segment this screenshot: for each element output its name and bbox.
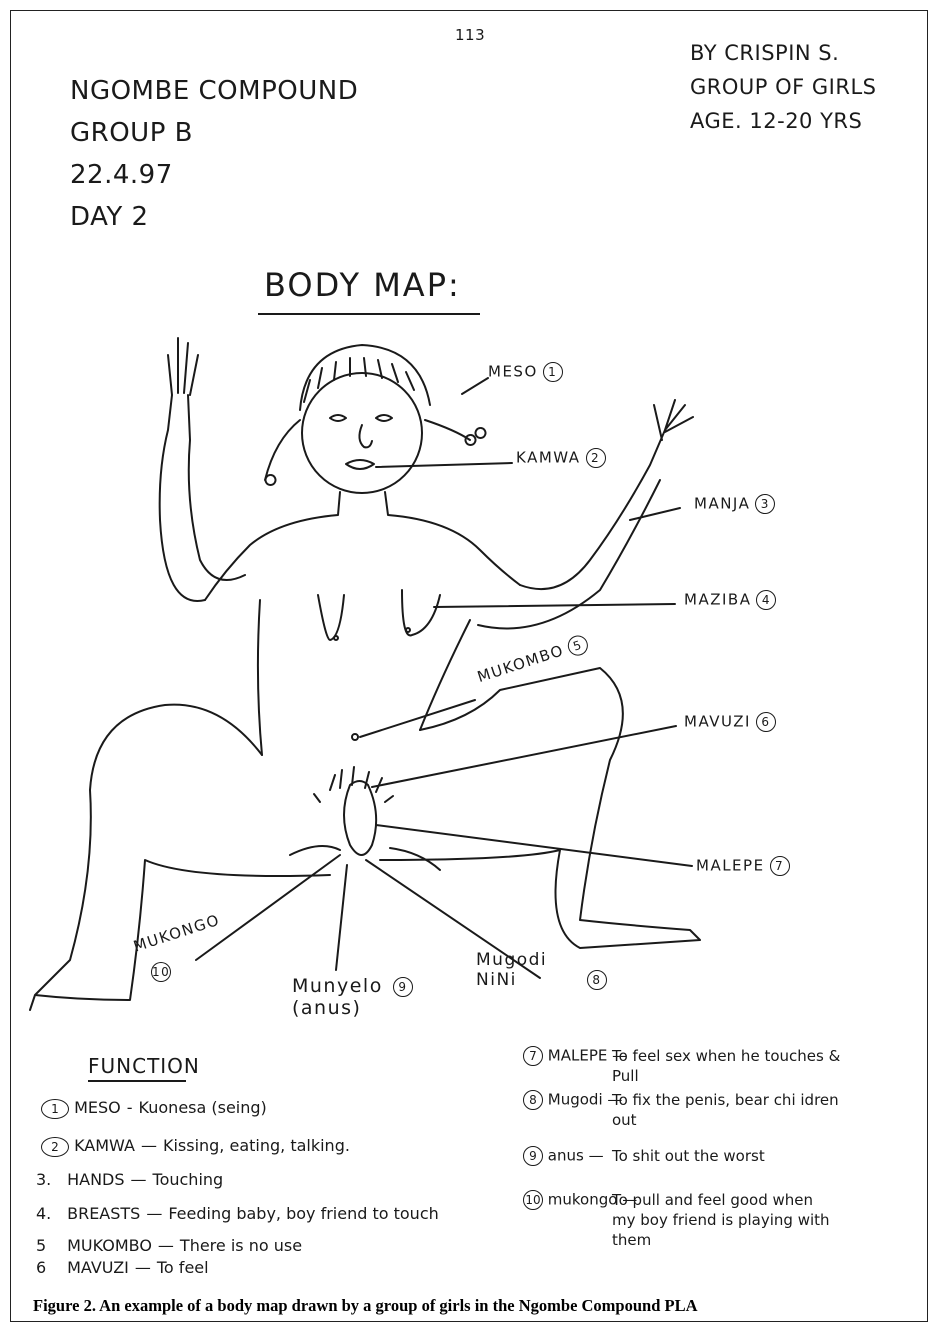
function-row: 2 KAMWA—Kissing, eating, talking. — [36, 1136, 350, 1157]
label-mukongo-number: 10 — [146, 962, 171, 982]
function-number: 9 — [523, 1146, 543, 1166]
function-row: 4. BREASTS—Feeding baby, boy friend to t… — [36, 1204, 439, 1223]
function-row: 1 MESO-Kuonesa (seing) — [36, 1098, 267, 1119]
leader-line-manja — [630, 508, 680, 520]
label-number: 7 — [770, 856, 790, 876]
function-term: HANDS — [67, 1170, 124, 1189]
label-number: 10 — [151, 962, 171, 982]
leader-line-munyelo — [336, 865, 347, 970]
function-number: 1 — [41, 1099, 69, 1119]
nose — [359, 425, 372, 447]
label-number: 9 — [393, 977, 413, 997]
leader-line-mavuzi — [372, 726, 676, 787]
label-text: MALEPE — [696, 857, 765, 875]
function-def: Touching — [153, 1170, 224, 1189]
label-text: Munyelo (anus) — [292, 975, 383, 1019]
function-def: To shit out the worst — [612, 1146, 847, 1166]
function-def: There is no use — [180, 1236, 302, 1255]
function-def: To feel sex when he touches & Pull — [612, 1046, 847, 1086]
function-def: Kuonesa (seing) — [139, 1098, 267, 1117]
genital-area — [314, 767, 393, 855]
label-number: 1 — [543, 362, 563, 382]
label-mavuzi: MAVUZI 6 — [684, 712, 776, 732]
function-term: anus — [548, 1147, 584, 1165]
head-outline — [302, 373, 422, 493]
label-meso: MESO 1 — [488, 362, 563, 382]
mouth — [346, 460, 374, 469]
label-manja: MANJA 3 — [694, 494, 775, 514]
nipple — [334, 636, 338, 640]
function-term: MAVUZI — [67, 1258, 129, 1277]
function-def: To fix the penis, bear chi idren out — [612, 1090, 847, 1130]
label-text: KAMWA — [516, 449, 581, 467]
leader-line-meso — [462, 378, 488, 394]
function-term: BREASTS — [67, 1204, 140, 1223]
nipple — [406, 628, 410, 632]
function-def: Feeding baby, boy friend to touch — [168, 1204, 438, 1223]
function-row: 3. HANDS—Touching — [36, 1170, 223, 1189]
label-maziba: MAZIBA 4 — [684, 590, 776, 610]
function-row: 8 Mugodi —To fix the penis, bear chi idr… — [518, 1090, 847, 1130]
label-kamwa: KAMWA 2 — [516, 448, 606, 468]
function-row: 7 MALEPE —To feel sex when he touches & … — [518, 1046, 847, 1086]
label-text: MAZIBA — [684, 591, 751, 609]
right-arm — [478, 400, 693, 628]
label-number: 2 — [586, 448, 606, 468]
label-number: 6 — [756, 712, 776, 732]
function-heading: FUNCTION — [88, 1054, 200, 1078]
label-text: MESO — [488, 363, 538, 381]
function-def: To feel — [157, 1258, 209, 1277]
function-number: 3. — [36, 1170, 62, 1189]
torso-outline — [205, 492, 520, 600]
label-text: MAVUZI — [684, 713, 751, 731]
eyes — [330, 415, 392, 421]
function-term: MALEPE — [548, 1047, 608, 1065]
function-def: Kissing, eating, talking. — [163, 1136, 350, 1155]
function-row: 5 MUKOMBO—There is no use — [36, 1236, 302, 1255]
navel — [352, 734, 358, 740]
function-number: 10 — [523, 1190, 543, 1210]
left-leg — [30, 705, 330, 1010]
left-arm — [160, 338, 245, 601]
label-munyelo: Munyelo (anus) 9 — [292, 975, 422, 1019]
function-term: MESO — [74, 1098, 121, 1117]
label-malepe: MALEPE 7 — [696, 856, 790, 876]
function-number: 4. — [36, 1204, 62, 1223]
label-number: 8 — [587, 970, 607, 990]
leader-line-mukongo — [196, 855, 340, 960]
figure-caption: Figure 2. An example of a body map drawn… — [33, 1296, 698, 1316]
breasts — [318, 590, 440, 640]
function-underline — [88, 1080, 186, 1082]
leader-line-maziba — [434, 604, 675, 607]
label-number: 3 — [755, 494, 775, 514]
function-term: mukongo — [548, 1191, 618, 1209]
thigh-line — [290, 846, 440, 870]
leader-line-kamwa — [376, 463, 512, 467]
function-row: 10 mukongo —To pull and feel good when m… — [518, 1190, 832, 1250]
function-term: MUKOMBO — [67, 1236, 152, 1255]
label-text: Mugodi NiNi — [476, 950, 547, 990]
function-term: KAMWA — [74, 1136, 135, 1155]
label-text: MANJA — [694, 495, 750, 513]
function-number: 6 — [36, 1258, 62, 1277]
function-term: Mugodi — [548, 1091, 603, 1109]
function-number: 5 — [36, 1236, 62, 1255]
function-number: 8 — [523, 1090, 543, 1110]
torso-sides — [258, 600, 470, 755]
function-number: 2 — [41, 1137, 69, 1157]
function-def: To pull and feel good when my boy friend… — [612, 1190, 832, 1250]
function-number: 7 — [523, 1046, 543, 1066]
function-row: 9 anus —To shit out the worst — [518, 1146, 847, 1166]
function-row: 6 MAVUZI—To feel — [36, 1258, 209, 1277]
label-number: 4 — [756, 590, 776, 610]
